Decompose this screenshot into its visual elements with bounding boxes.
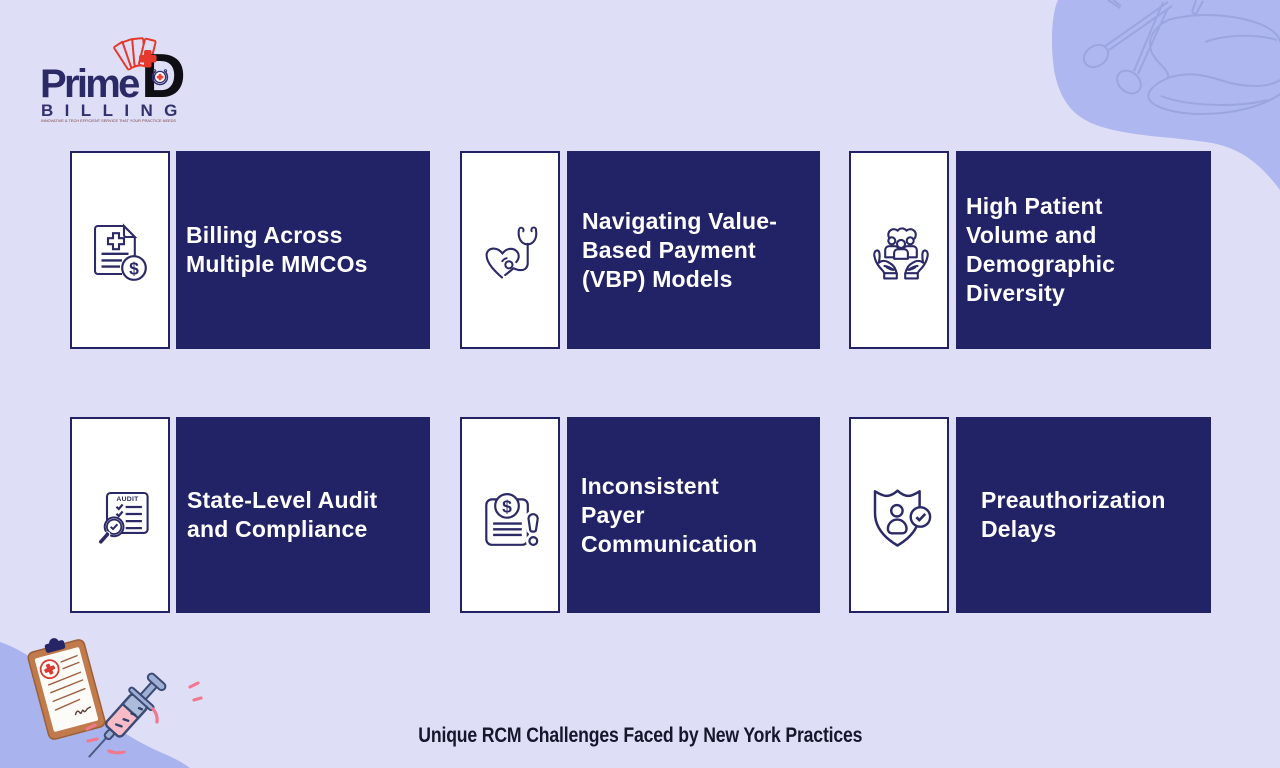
svg-text:INNOVATIVE & TECH EFFICIENT SE: INNOVATIVE & TECH EFFICIENT SERVICE THAT… (41, 119, 177, 123)
svg-text:BILLING: BILLING (41, 101, 189, 120)
svg-text:$: $ (129, 259, 139, 279)
svg-text:AUDIT: AUDIT (116, 496, 139, 503)
svg-text:$: $ (502, 496, 512, 516)
svg-text:Prime: Prime (40, 62, 139, 106)
